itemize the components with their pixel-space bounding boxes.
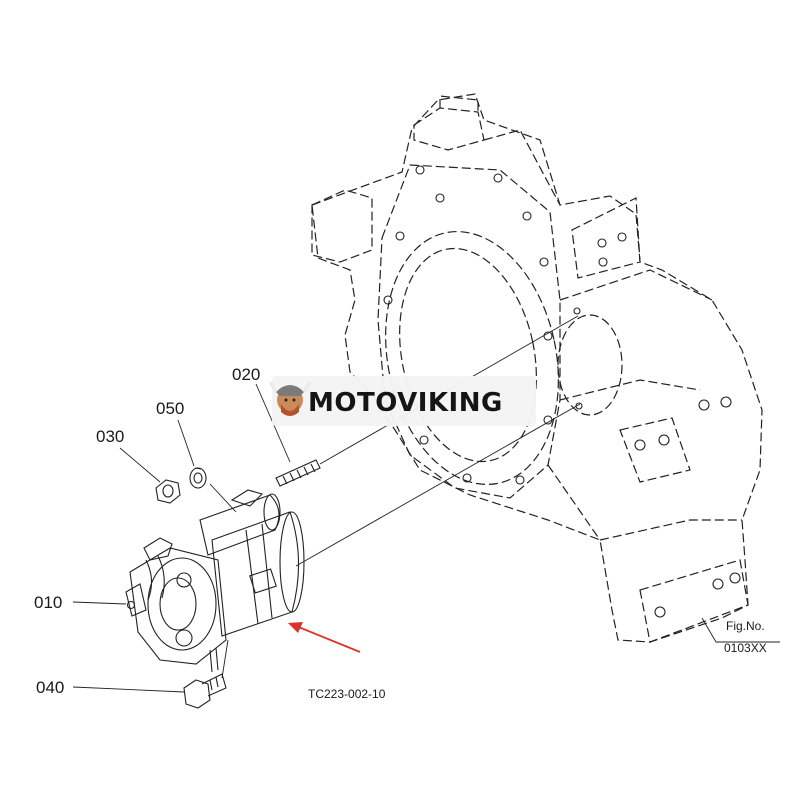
spring-washer-050	[189, 467, 207, 489]
hex-nut-030	[155, 479, 181, 504]
mounting-bolt-040	[183, 673, 227, 709]
drawing-code: TC223-002-10	[308, 687, 386, 701]
figure-label: Fig.No.	[726, 619, 765, 633]
viking-mascot-icon	[268, 381, 312, 416]
brand-watermark: MOTOVIKING	[268, 376, 536, 426]
indicator-arrow	[288, 622, 361, 653]
callout-040: 040	[36, 678, 64, 697]
callout-020: 020	[232, 365, 260, 384]
flywheel-housing	[311, 93, 763, 643]
starter-motor-010	[125, 489, 305, 673]
figure-number: 0103XX	[724, 641, 767, 655]
stud-bolt-020	[275, 459, 321, 487]
callout-010: 010	[34, 593, 62, 612]
callout-030: 030	[96, 427, 124, 446]
watermark-brand: MOTOVIKING	[308, 388, 503, 418]
callout-leaders	[72, 383, 780, 693]
callout-050: 050	[156, 399, 184, 418]
